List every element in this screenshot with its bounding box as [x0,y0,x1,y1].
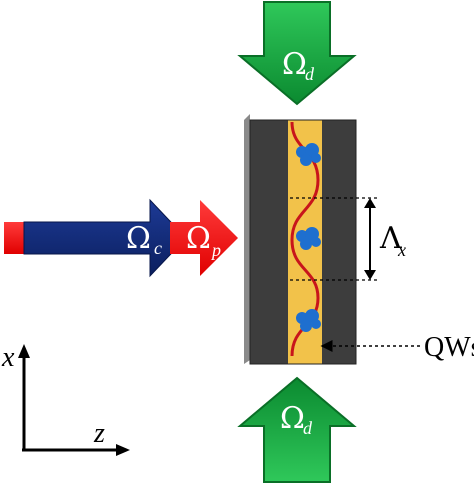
lambda-x-symbol: Λ [379,221,402,256]
qw-cluster-1 [296,143,321,166]
omega-p-arrow: Ω p [170,200,238,276]
omega-p-subscript: p [210,240,221,260]
coordinate-axes [18,344,130,456]
qws-label: QWs [424,332,474,363]
omega-d-bottom-arrow: Ω d [237,376,357,483]
axis-z-label: z [93,418,105,449]
omega-c-symbol: Ω [126,221,151,256]
qw-cluster-3 [296,309,321,332]
omega-d-bottom-symbol: Ω [280,401,305,436]
axis-x-label: x [1,342,15,373]
period-double-arrow [364,198,376,280]
omega-c-subscript: c [154,238,162,258]
qw-cluster-2 [296,227,321,250]
omega-d-top-subscript: d [305,64,315,84]
omega-d-top-symbol: Ω [282,47,307,82]
omega-c-arrow: Ω c [23,198,187,278]
omega-p-symbol: Ω [186,221,211,256]
omega-p-tail [4,222,26,254]
lambda-x-subscript: x [397,240,406,260]
omega-d-bottom-subscript: d [303,418,313,438]
omega-d-top-arrow: Ω d [237,1,357,106]
